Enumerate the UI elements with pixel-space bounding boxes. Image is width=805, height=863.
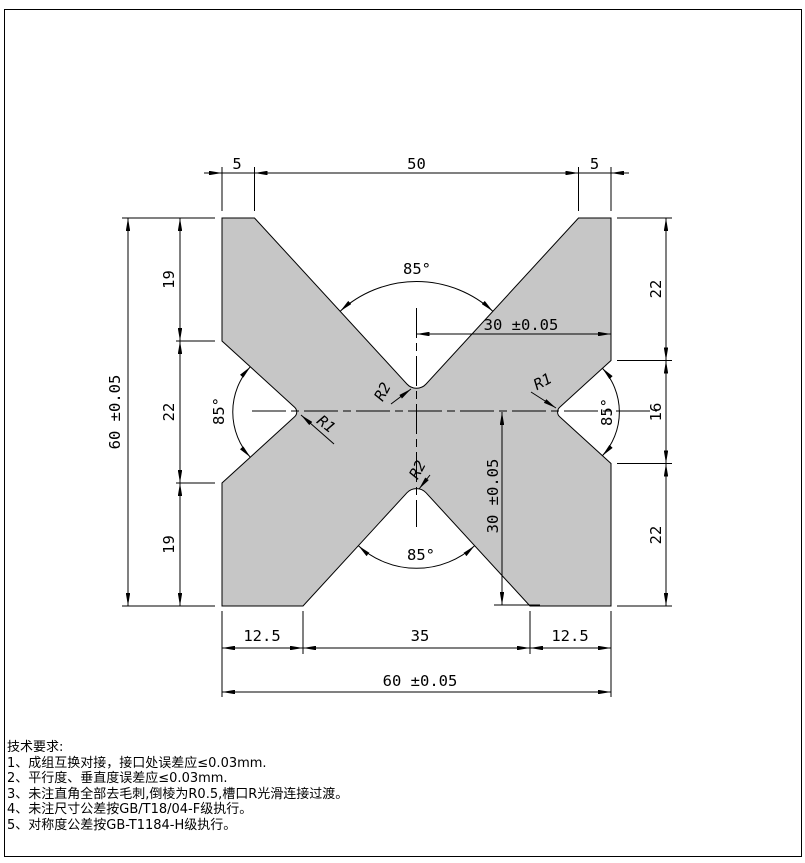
dim-bottom-60: 60 ±0.05 — [383, 672, 458, 690]
dim-top-right-5: 5 — [590, 155, 599, 173]
dimension-lines — [125, 170, 669, 695]
dim-right-22-lower: 22 — [647, 526, 665, 545]
dim-right-16: 16 — [647, 403, 665, 422]
technical-note-line: 1、成组互换对接，接口处误差应≤0.03mm. — [7, 755, 267, 771]
angle-left-85: 85° — [210, 397, 228, 425]
dim-bottom-125-left: 12.5 — [243, 627, 280, 645]
angle-top-85: 85° — [403, 260, 431, 278]
dim-bottom-35: 35 — [411, 627, 430, 645]
technical-notes-title: 技术要求: — [7, 740, 64, 755]
dim-left-22: 22 — [160, 403, 178, 422]
technical-note-line: 5、对称度公差按GB-T1184-H级执行。 — [7, 817, 237, 833]
dim-center-30-vertical: 30 ±0.05 — [484, 459, 502, 534]
dim-left-60: 60 ±0.05 — [106, 375, 124, 450]
angle-arcs — [232, 281, 620, 569]
technical-note-line: 3、未注直角全部去毛刺,倒棱为R0.5,槽口R光滑连接过渡。 — [7, 786, 349, 802]
technical-notes: 技术要求: 1、成组互换对接，接口处误差应≤0.03mm. 2、平行度、垂直度误… — [7, 740, 427, 834]
centerlines — [252, 308, 657, 527]
angle-bottom-85: 85° — [407, 546, 435, 564]
angle-right-85: 85° — [598, 398, 616, 426]
dim-top-left-5: 5 — [232, 155, 241, 173]
dim-bottom-125-right: 12.5 — [551, 627, 588, 645]
dim-top-50: 50 — [407, 155, 426, 173]
radius-leaders — [300, 388, 557, 490]
dim-left-19-upper: 19 — [160, 270, 178, 289]
dim-right-22-upper: 22 — [647, 280, 665, 299]
sheet-border — [4, 9, 802, 857]
extension-lines — [122, 167, 672, 697]
technical-note-line: 4、未注尺寸公差按GB/T18/04-F级执行。 — [7, 802, 253, 818]
dim-center-30-horizontal: 30 ±0.05 — [484, 316, 559, 334]
dim-left-19-lower: 19 — [160, 535, 178, 554]
technical-note-line: 2、平行度、垂直度误差应≤0.03mm. — [7, 771, 228, 787]
